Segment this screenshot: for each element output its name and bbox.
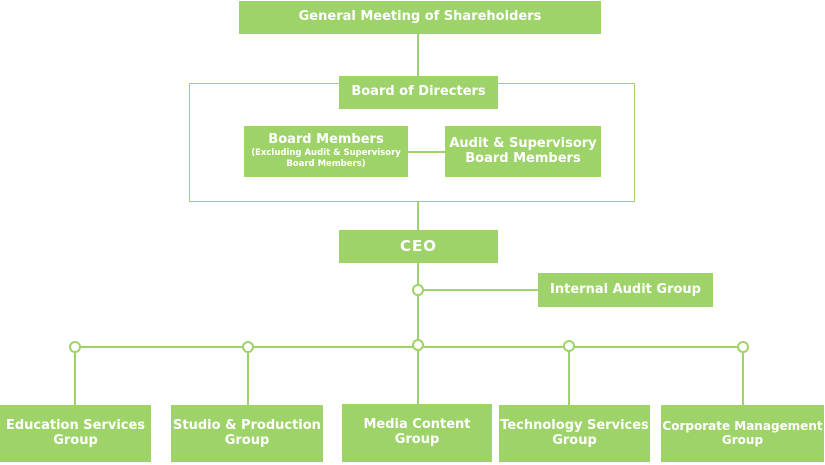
group-label-line-1: Education Services [5, 417, 146, 433]
audit-board-line-2: Board Members [465, 150, 581, 166]
group-label-line-2: Group [224, 432, 270, 448]
audit-board-line-1: Audit & Supervisory [449, 135, 597, 151]
board-members-note-1: (Excluding Audit & Supervisory [251, 148, 401, 159]
group-label-line-1: Corporate Management [662, 418, 823, 433]
internal-audit-box: Internal Audit Group [538, 273, 713, 307]
shareholders-label: General Meeting of Shareholders [298, 9, 542, 25]
junction-dot-group-1 [69, 341, 81, 353]
group-label-line-2: Group [394, 432, 440, 447]
junction-dot-group-5 [737, 341, 749, 353]
group-label-line-1: Technology Services [500, 417, 649, 433]
group-label-line-1: Media Content [363, 417, 471, 433]
shareholders-box: General Meeting of Shareholders [239, 1, 601, 34]
board-members-note-2: Board Members) [286, 158, 366, 169]
junction-dot-group-2 [242, 341, 254, 353]
group-label-line-2: Group [721, 432, 764, 447]
group-box-studio: Studio & Production Group [171, 405, 323, 462]
junction-dot-group-3 [412, 339, 424, 351]
ceo-box: CEO [339, 230, 498, 263]
board-members-title: Board Members [268, 132, 384, 148]
group-label-line-1: Studio & Production [173, 417, 321, 433]
internal-audit-label: Internal Audit Group [550, 281, 701, 297]
ceo-label: CEO [399, 236, 437, 255]
group-box-media: Media Content Group [342, 404, 492, 462]
group-label-line-2: Group [53, 432, 98, 448]
junction-dot-group-4 [563, 340, 575, 352]
board-members-box: Board Members (Excluding Audit & Supervi… [244, 126, 408, 177]
board-of-directors-label: Board of Directers [351, 84, 486, 100]
board-of-directors-box: Board of Directers [339, 76, 498, 109]
group-label-line-2: Group [552, 432, 597, 448]
junction-dot-internal-audit [412, 284, 424, 296]
group-box-education: Education Services Group [0, 405, 151, 462]
audit-board-box: Audit & Supervisory Board Members [445, 126, 601, 177]
group-box-technology: Technology Services Group [499, 405, 650, 462]
group-box-corporate: Corporate Management Group [661, 405, 824, 462]
